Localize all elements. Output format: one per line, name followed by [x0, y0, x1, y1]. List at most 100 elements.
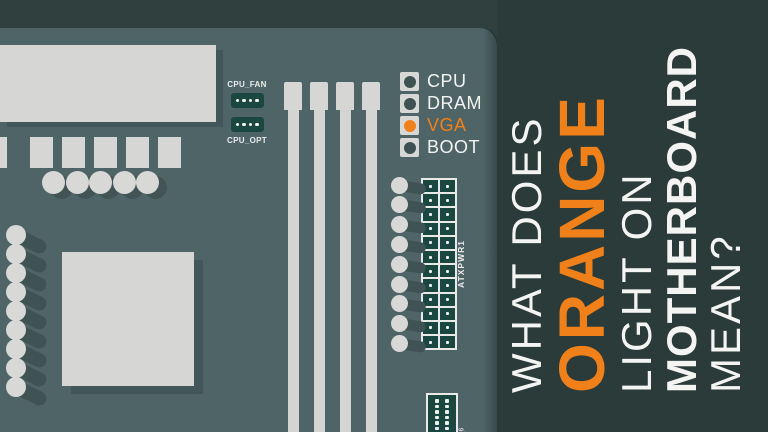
capacitor: [6, 282, 26, 302]
title-panel: [497, 0, 768, 432]
front-panel-connector-label: _6: [458, 427, 466, 432]
debug-led-row: VGA: [400, 116, 482, 135]
connector-pin: [445, 399, 449, 403]
atx-pin: [423, 236, 438, 249]
atx-pin: [440, 194, 455, 207]
debug-led-row: BOOT: [400, 138, 482, 157]
capacitor: [390, 315, 408, 333]
led-indicator: [400, 72, 419, 91]
atx-pin: [423, 293, 438, 306]
capacitor: [390, 216, 408, 234]
pin-dot: [242, 98, 246, 103]
atx-pin: [423, 279, 438, 292]
headline-line-4: MOTHERBOARD: [658, 46, 705, 393]
atx-pin: [440, 307, 455, 320]
capacitor: [390, 275, 408, 293]
capacitor: [6, 320, 26, 340]
capacitor: [6, 301, 26, 321]
ram-slot: [339, 82, 351, 432]
atx-connector-label: ATXPWR1: [456, 240, 466, 288]
capacitor: [88, 170, 112, 194]
capacitor: [6, 358, 26, 378]
atx-pin: [440, 279, 455, 292]
headline-line-2: ORANGE: [546, 94, 618, 393]
connector-pin: [435, 410, 439, 414]
pin-dot: [235, 98, 239, 103]
capacitor: [135, 170, 159, 194]
capacitor: [6, 377, 26, 397]
debug-led-row: DRAM: [400, 94, 482, 113]
ram-slot-latch: [336, 82, 354, 110]
atx-pin: [423, 336, 438, 349]
atx-pin: [423, 265, 438, 278]
chip-pad: [126, 137, 149, 168]
atx-pin: [423, 194, 438, 207]
led-light: [403, 119, 416, 132]
headline-line-5: MEAN?: [702, 233, 749, 393]
led-light: [403, 141, 416, 154]
atx-pin: [423, 222, 438, 235]
connector-pin: [445, 426, 449, 431]
chip-pad: [30, 137, 53, 168]
led-indicator: [400, 94, 419, 113]
capacitor: [65, 170, 89, 194]
connector-pin: [435, 399, 439, 403]
pin-dot: [248, 98, 252, 103]
ram-slot: [365, 82, 377, 432]
atx-pin: [423, 250, 438, 264]
led-label: CPU: [427, 71, 467, 91]
capacitor: [390, 196, 408, 214]
atx-pin: [423, 321, 438, 335]
pin-dot: [235, 122, 239, 127]
capacitor: [390, 176, 408, 194]
capacitor: [390, 255, 408, 273]
atx-pin: [423, 208, 438, 221]
chip-pad: [158, 137, 181, 168]
atx-pin: [440, 222, 455, 235]
atx-pin: [440, 208, 455, 221]
ram-slot: [287, 82, 299, 432]
led-light: [403, 75, 416, 88]
pin-dot: [255, 122, 259, 127]
atx-pin: [440, 336, 455, 349]
cpu-fan-label: CPU_FAN: [227, 80, 267, 89]
cpu-fan-header: [230, 93, 264, 108]
connector-pin: [435, 426, 439, 431]
ram-slot-latch: [310, 82, 328, 110]
capacitor: [6, 263, 26, 283]
headline-line-3: LIGHT ON: [613, 171, 660, 393]
board-edge-shadow: [483, 28, 497, 432]
capacitor: [6, 339, 26, 359]
capacitor: [390, 295, 408, 313]
atx-pin: [423, 307, 438, 320]
pin-dot: [255, 98, 259, 103]
led-label: BOOT: [427, 137, 481, 157]
capacitor: [6, 225, 26, 245]
connector-pin: [435, 415, 439, 420]
cpu-socket: [62, 252, 194, 386]
capacitor: [390, 334, 408, 352]
led-light: [403, 97, 416, 110]
led-label: VGA: [427, 115, 467, 135]
connector-pin: [445, 415, 449, 420]
ram-slot-latch: [362, 82, 380, 110]
capacitor: [390, 235, 408, 253]
capacitor: [6, 244, 26, 264]
atx-pin: [440, 180, 455, 193]
connector-pin: [435, 421, 439, 425]
atx-pin: [423, 180, 438, 193]
atx-pin: [440, 293, 455, 306]
pin-dot: [242, 122, 246, 127]
chip-pad: [0, 137, 7, 168]
front-panel-pins: [428, 395, 456, 432]
atx-pin: [440, 265, 455, 278]
pin-dot: [248, 122, 252, 127]
connector-pin: [445, 410, 449, 414]
connector-pin: [435, 404, 439, 409]
atx-pin: [440, 250, 455, 264]
atx-power-connector: [421, 178, 457, 351]
